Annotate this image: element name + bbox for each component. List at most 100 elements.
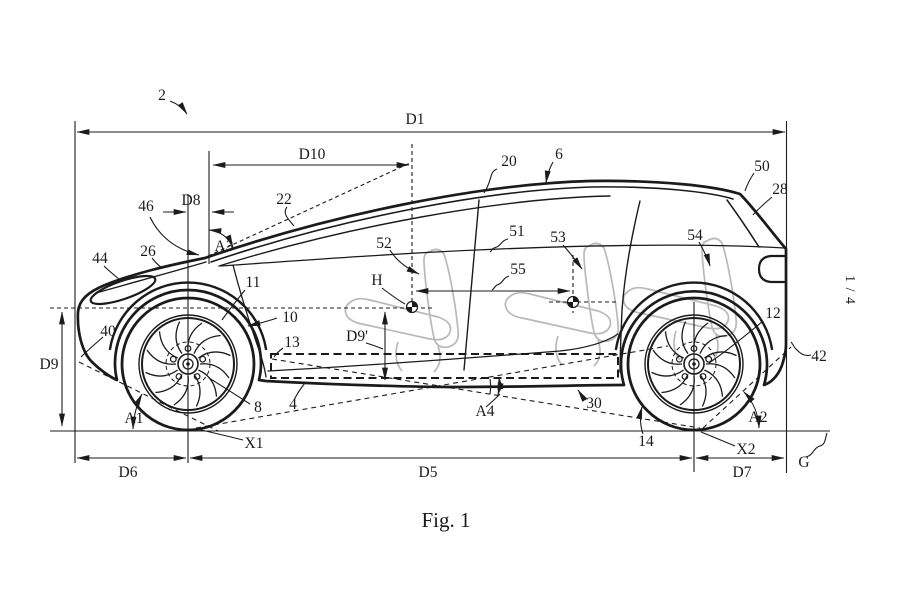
arc-A2 — [743, 391, 762, 429]
label-46: 46 — [138, 198, 154, 215]
rear-h-point-marker — [566, 295, 580, 309]
label-54: 54 — [687, 227, 703, 244]
leader-40 — [80, 336, 104, 358]
roofline-inner — [210, 186, 734, 263]
leader-13 — [273, 347, 284, 358]
sheet-number: 1 / 4 — [842, 275, 857, 305]
arc-A4-inner — [489, 378, 492, 395]
label-10: 10 — [282, 309, 298, 326]
label-4: 4 — [289, 396, 297, 413]
body-outline — [76, 179, 788, 389]
battery-pack-outline — [270, 353, 619, 379]
leader-28 — [752, 196, 773, 216]
leader-2 — [169, 100, 188, 115]
leader-A4 — [485, 393, 501, 408]
label-D1: D1 — [406, 111, 425, 128]
label-G: G — [798, 454, 809, 471]
c-pillar-door-seam — [619, 200, 641, 373]
label-A3: A3 — [215, 238, 234, 255]
label-6: 6 — [555, 146, 563, 163]
leader-30 — [577, 389, 588, 402]
leader-52 — [389, 249, 420, 275]
label-26: 26 — [140, 243, 156, 260]
label-51: 51 — [509, 223, 525, 240]
label-H: H — [371, 272, 382, 289]
beltline — [220, 244, 785, 267]
leader-22 — [284, 206, 295, 227]
label-22: 22 — [276, 191, 292, 208]
label-D9: D9 — [40, 356, 59, 373]
construction-lines — [50, 121, 830, 473]
leader-G — [805, 432, 828, 458]
leader-4 — [293, 382, 306, 401]
leader-D9p — [365, 342, 384, 350]
arc-A4-outer — [497, 376, 504, 396]
label-X1: X1 — [245, 435, 264, 452]
leader-10 — [247, 317, 278, 327]
label-30: 30 — [586, 395, 602, 412]
leader-26 — [151, 257, 163, 269]
leader-55 — [491, 275, 510, 291]
label-8: 8 — [254, 399, 262, 416]
backlight-inner — [726, 199, 760, 248]
leader-lines — [80, 100, 828, 458]
front-h-point-marker — [405, 300, 419, 314]
label-D10: D10 — [299, 146, 326, 163]
label-D8: D8 — [182, 192, 201, 209]
leader-X2 — [700, 431, 736, 447]
label-12: 12 — [765, 305, 781, 322]
leader-42 — [790, 341, 812, 356]
tail-light — [757, 254, 787, 284]
leader-53 — [562, 244, 583, 270]
d10-diagonal-dashed — [207, 162, 411, 257]
headlight — [89, 274, 157, 306]
arc-A3 — [208, 228, 234, 248]
label-A4: A4 — [476, 403, 495, 420]
label-D9-prime: D9' — [346, 328, 368, 345]
label-40: 40 — [100, 323, 116, 340]
front-door-seam — [232, 264, 267, 378]
label-55: 55 — [510, 261, 526, 278]
label-14: 14 — [638, 433, 654, 450]
label-D5: D5 — [419, 464, 438, 481]
departure-angle-dashed — [702, 346, 792, 429]
label-D6: D6 — [119, 464, 138, 481]
glasshouse-line — [218, 195, 611, 267]
label-11: 11 — [246, 274, 261, 291]
label-X2: X2 — [737, 441, 756, 458]
breakover-dashed-1 — [195, 345, 669, 429]
leader-50 — [744, 172, 755, 192]
label-A1: A1 — [125, 410, 144, 427]
label-53: 53 — [550, 229, 566, 246]
leader-44 — [103, 265, 120, 280]
leader-54 — [698, 241, 711, 267]
labels: 2 D1 D10 D8 46 A3 22 26 44 40 D9 A1 8 X1… — [40, 87, 857, 532]
car-body — [76, 179, 788, 389]
label-52: 52 — [376, 235, 392, 252]
label-50: 50 — [754, 158, 770, 175]
leader-20 — [483, 168, 498, 194]
label-28: 28 — [772, 181, 788, 198]
label-44: 44 — [92, 250, 108, 267]
approach-angle-dashed — [78, 361, 219, 432]
leader-8 — [208, 377, 251, 405]
underbody-line — [267, 333, 619, 372]
leader-14 — [636, 406, 644, 435]
hood-crease — [95, 261, 207, 294]
leader-11 — [221, 289, 246, 321]
leader-H — [381, 287, 406, 305]
label-20: 20 — [501, 153, 517, 170]
label-13: 13 — [284, 334, 300, 351]
label-figure-ref-2: 2 — [158, 87, 166, 104]
breakover-dashed-2 — [271, 358, 701, 429]
label-A2: A2 — [749, 409, 768, 426]
rear-arch-lip — [614, 281, 774, 351]
b-pillar — [463, 199, 480, 371]
leader-51 — [489, 238, 509, 253]
leader-46 — [149, 216, 200, 256]
leader-X1 — [196, 428, 244, 441]
leader-6 — [544, 161, 554, 184]
label-D7: D7 — [733, 464, 752, 481]
